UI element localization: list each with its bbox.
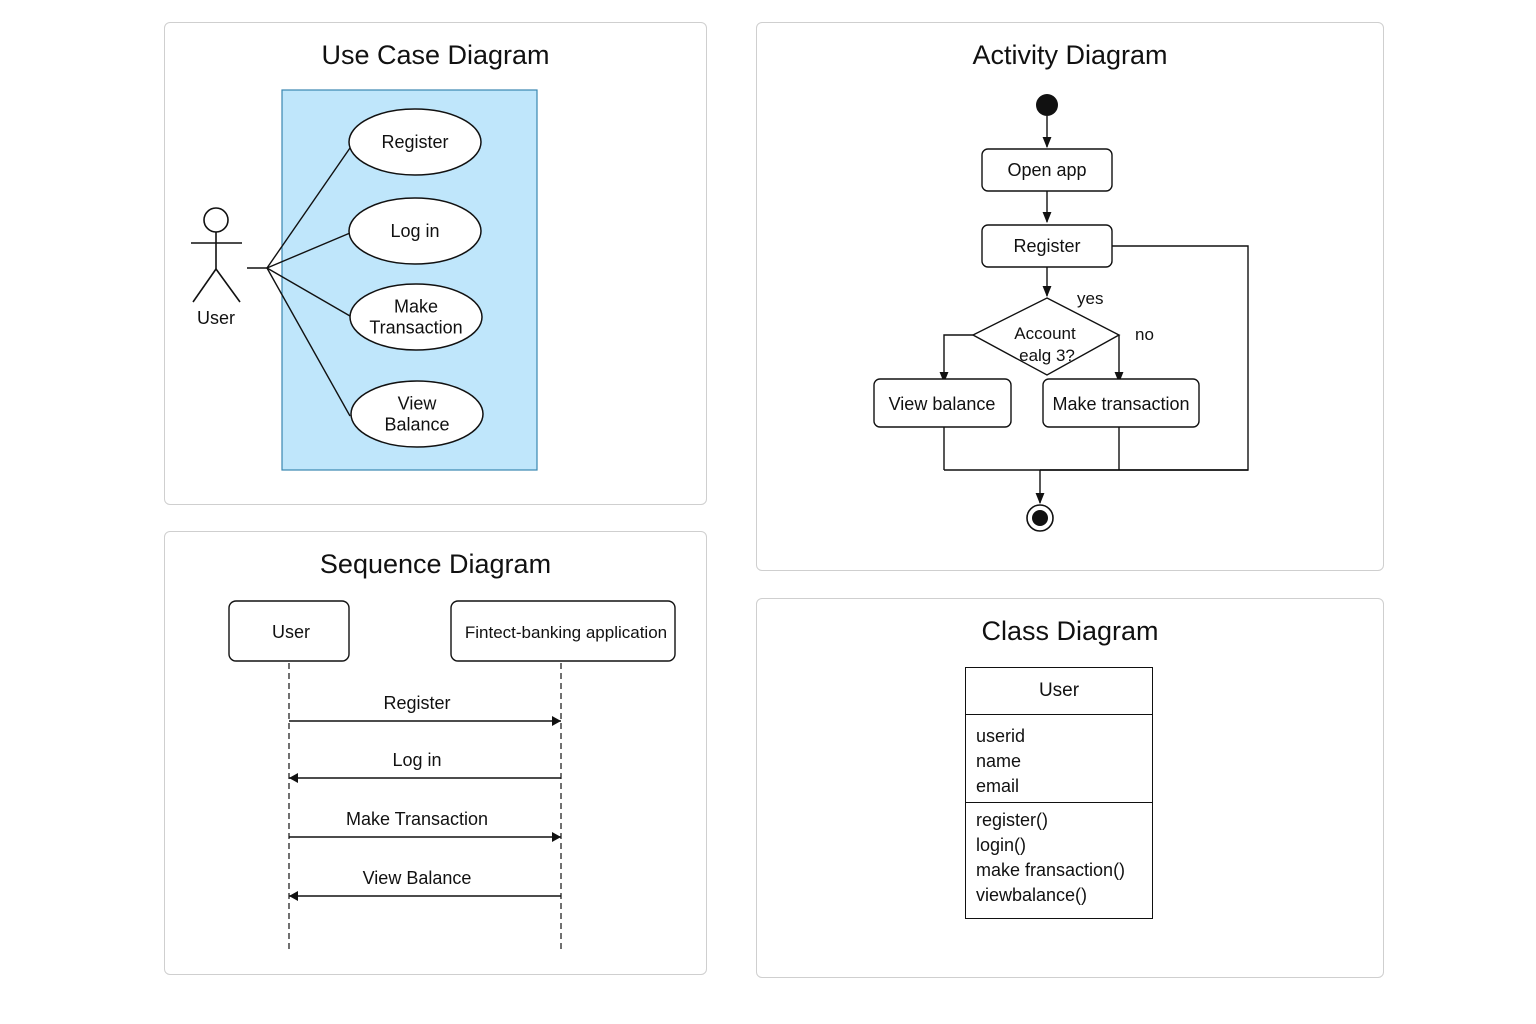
- use-case-label: Make: [394, 297, 438, 317]
- use-case-label: Register: [381, 132, 448, 152]
- class-panel: Class Diagram User userid name email reg…: [756, 598, 1384, 978]
- decision-label-line1: Account: [1014, 324, 1076, 343]
- action-view-balance: [873, 378, 1012, 428]
- use-case-ellipse: Register: [348, 108, 482, 176]
- arrowhead-icon: [552, 832, 561, 842]
- sequence-message-label: Register: [383, 693, 450, 713]
- activity-diagram: Open app Register Account ealg 3? yes no…: [873, 94, 1249, 532]
- sequence-panel: Sequence Diagram User Fintect-banking ap…: [164, 531, 707, 975]
- association-lines: [247, 147, 351, 417]
- decision-label-line2: ealg 3?: [1019, 346, 1075, 365]
- class-method: login(): [976, 835, 1027, 855]
- class-name: User: [966, 668, 1152, 715]
- action-view-balance-label: View balance: [889, 394, 996, 414]
- use-case-ellipse: Log in: [348, 197, 482, 265]
- actor-label: User: [197, 308, 235, 328]
- class-methods: register() login() make fransaction() vi…: [966, 803, 1152, 918]
- class-attributes: userid name email: [966, 715, 1152, 803]
- sequence-diagram: User Fintect-banking application Registe…: [228, 600, 676, 952]
- sequence-title: Sequence Diagram: [319, 549, 552, 579]
- arrowhead-icon: [289, 773, 298, 783]
- activity-panel: Activity Diagram Open app Register Accou…: [756, 22, 1384, 571]
- participant-application-label: Fintect-banking application: [465, 623, 667, 642]
- use-case-label: View: [398, 394, 438, 414]
- class-box-user: User userid name email register() login(…: [965, 667, 1153, 919]
- sequence-message: View Balance: [289, 868, 561, 901]
- action-register-label: Register: [1013, 236, 1080, 256]
- class-method: register(): [976, 810, 1049, 830]
- actor-icon: [191, 207, 242, 303]
- class-method: make fransaction(): [976, 860, 1126, 880]
- sequence-message-label: View Balance: [363, 868, 472, 888]
- decision-node: [971, 297, 1121, 376]
- sequence-message-label: Make Transaction: [346, 809, 488, 829]
- participant-application: [450, 600, 676, 662]
- guard-yes-label: yes: [1077, 289, 1103, 308]
- arrowhead-icon: [289, 891, 298, 901]
- sequence-message: Make Transaction: [289, 809, 561, 842]
- class-title: Class Diagram: [981, 616, 1159, 646]
- guard-no-label: no: [1135, 325, 1154, 344]
- use-case-label: Balance: [384, 415, 449, 435]
- sequence-message-label: Log in: [392, 750, 441, 770]
- participant-user-label: User: [272, 622, 310, 642]
- arrowhead-icon: [552, 716, 561, 726]
- class-attribute: userid: [976, 726, 1026, 746]
- action-make-transaction: [1042, 378, 1200, 428]
- class-attribute: email: [976, 776, 1020, 796]
- class-attribute: name: [976, 751, 1022, 771]
- initial-node: [1036, 94, 1058, 116]
- use-case-label: Transaction: [369, 318, 462, 338]
- activity-title: Activity Diagram: [972, 40, 1168, 70]
- participant-user: [228, 600, 350, 662]
- action-open-app-label: Open app: [1007, 160, 1086, 180]
- use-case-label: Log in: [390, 221, 439, 241]
- action-make-transaction-label: Make transaction: [1052, 394, 1189, 414]
- class-method: viewbalance(): [976, 885, 1088, 905]
- flow-decision-view: [939, 334, 973, 384]
- use-case-title: Use Case Diagram: [321, 40, 550, 70]
- sequence-message: Register: [289, 693, 561, 726]
- sequence-message: Log in: [289, 750, 561, 783]
- final-node: [1026, 504, 1054, 532]
